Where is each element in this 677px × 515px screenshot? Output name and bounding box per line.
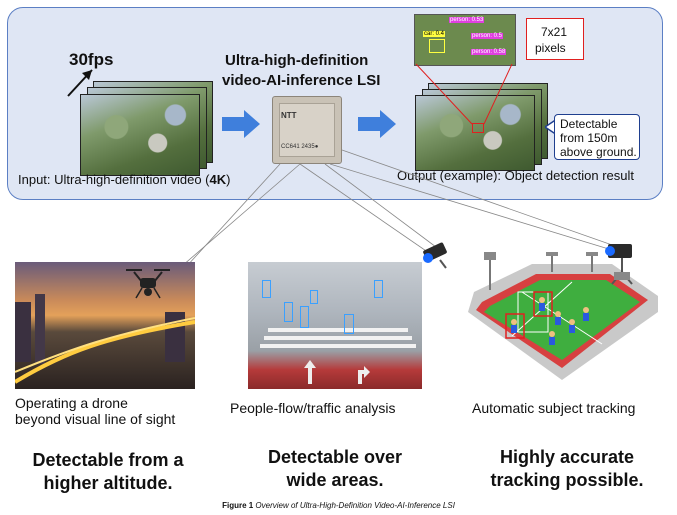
tracking-benefit: Highly accurate tracking possible. (490, 447, 644, 490)
crosswalk-stripe (268, 328, 408, 332)
input-label: Input: Ultra-high-definition video (4K) (18, 172, 231, 187)
drone-benefit: Detectable from a higher altitude. (32, 450, 184, 493)
traffic-caption: People-flow/traffic analysis (230, 400, 396, 416)
output-label: Output (example): Object detection resul… (397, 168, 635, 183)
camera-icon (423, 242, 447, 269)
person-bbox (262, 280, 271, 298)
city-lights (13, 294, 196, 384)
det-label: person: 0.5 (471, 33, 504, 39)
callout-line1: Detectable (560, 117, 618, 131)
callout-line3: above ground. (560, 145, 637, 159)
chip-code: CC641 2435● (281, 144, 319, 150)
person-bbox (284, 302, 293, 322)
lsi-chip: NTT CC641 2435● (272, 96, 342, 164)
person-bbox (300, 306, 309, 328)
lsi-title-line1: Ultra-high-definition (225, 52, 369, 69)
crosswalk-stripe (260, 344, 416, 348)
figure-caption: Figure 1 Overview of Ultra-High-Definiti… (222, 501, 455, 510)
traffic-benefit: Detectable over wide areas. (267, 447, 403, 490)
crosswalk-photo (248, 262, 422, 389)
detectable-callout: Detectable from 150m above ground. (554, 114, 640, 160)
crosswalk-stripe (264, 336, 412, 340)
person-bbox (374, 280, 383, 298)
arrow-right-icon (222, 110, 260, 138)
stadium-illustration (468, 252, 658, 380)
input-frame-front (80, 94, 200, 176)
road-arrows (304, 360, 370, 384)
drone-night-city-photo (13, 262, 196, 389)
car-bbox (429, 39, 445, 53)
tracking-caption: Automatic subject tracking (472, 400, 636, 416)
detection-zoom-inset: person: 0.53 car: 0.4 person: 0.5 person… (414, 14, 516, 66)
tv-camera-icon (605, 244, 633, 285)
det-label: person: 0.53 (449, 17, 485, 23)
fps-label: 30fps (69, 50, 114, 69)
pixel-size-line2: pixels (535, 41, 566, 55)
drone-caption: Operating a drone beyond visual line of … (15, 395, 176, 427)
fps-arrow-icon (67, 69, 93, 97)
lsi-title-line2: video-AI-inference LSI (222, 72, 381, 89)
det-label: car: 0.4 (423, 31, 446, 37)
detection-red-box (472, 123, 484, 133)
arrow-right-icon (358, 110, 396, 138)
det-label: person: 0.58 (471, 49, 507, 55)
drone-icon (126, 269, 170, 299)
person-bbox (344, 314, 354, 334)
pixel-size-line1: 7x21 (541, 25, 568, 39)
callout-line2: from 150m (560, 131, 618, 145)
pixel-size-box: 7x21 pixels (526, 18, 584, 60)
zoom-lines (415, 63, 513, 125)
person-bbox (310, 290, 318, 304)
chip-brand: NTT (281, 111, 297, 120)
